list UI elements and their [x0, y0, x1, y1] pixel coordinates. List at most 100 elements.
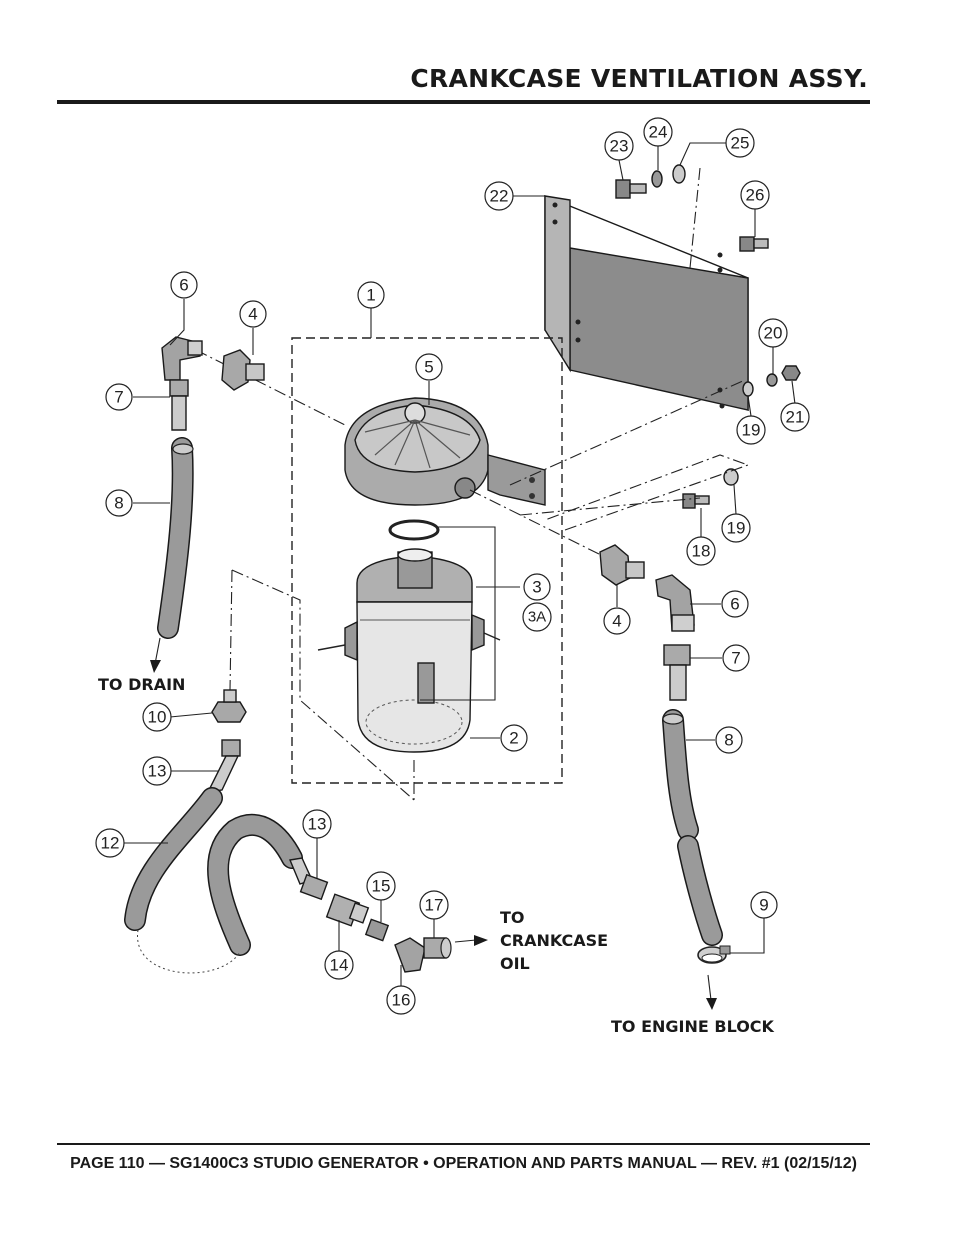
- callout-13-upper: 13: [142, 756, 172, 786]
- filter-element-3: [356, 548, 473, 603]
- assembly-box-1: [291, 337, 563, 784]
- svg-text:13: 13: [308, 815, 327, 834]
- callout-18: 18: [686, 536, 716, 566]
- lock-washer-24: [651, 170, 663, 188]
- svg-text:6: 6: [730, 595, 739, 614]
- lock-washer-20: [766, 373, 778, 387]
- hose-clamp-9: [697, 945, 731, 964]
- svg-text:14: 14: [330, 956, 349, 975]
- callout-leaders: [124, 142, 796, 987]
- arrow-to-drain: [150, 660, 161, 673]
- svg-text:8: 8: [724, 731, 733, 750]
- label-to-crankcase-1: TO: [500, 908, 525, 927]
- svg-text:23: 23: [610, 137, 629, 156]
- svg-text:3A: 3A: [528, 609, 546, 626]
- svg-text:9: 9: [759, 896, 768, 915]
- callout-25: 25: [725, 128, 755, 158]
- svg-text:17: 17: [425, 896, 444, 915]
- arrow-to-engine-block: [706, 998, 717, 1010]
- washer-19-lower: [723, 468, 739, 486]
- svg-text:1: 1: [366, 286, 375, 305]
- svg-text:19: 19: [742, 421, 761, 440]
- o-ring: [388, 519, 440, 541]
- washer-19-upper: [742, 381, 754, 397]
- page-footer: PAGE 110 — SG1400C3 STUDIO GENERATOR • O…: [70, 1155, 857, 1172]
- elbow-6-right: [655, 574, 695, 632]
- callout-8-left: 8: [105, 489, 133, 517]
- callout-14: 14: [324, 950, 354, 980]
- callout-1: 1: [357, 281, 385, 309]
- nut-21: [781, 365, 801, 381]
- svg-text:4: 4: [248, 305, 257, 324]
- connector-14: [325, 893, 370, 927]
- svg-text:25: 25: [731, 134, 750, 153]
- svg-text:8: 8: [114, 494, 123, 513]
- svg-text:18: 18: [692, 542, 711, 561]
- callout-8-right: 8: [715, 726, 743, 754]
- svg-text:22: 22: [490, 187, 509, 206]
- svg-text:26: 26: [746, 186, 765, 205]
- svg-text:7: 7: [114, 388, 123, 407]
- callout-26: 26: [740, 180, 770, 210]
- callout-3: 3: [523, 573, 551, 601]
- nipple-15: [364, 918, 390, 942]
- callout-7-right: 7: [722, 644, 750, 672]
- hose-barb-13-upper: [206, 739, 241, 793]
- label-to-crankcase-2: CRANKCASE: [500, 931, 608, 950]
- label-to-engine-block: TO ENGINE BLOCK: [611, 1017, 775, 1036]
- callout-6-left: 6: [170, 271, 198, 299]
- callout-10: 10: [142, 702, 172, 732]
- svg-text:3: 3: [532, 578, 541, 597]
- filter-bowl-2: [317, 601, 501, 753]
- bolt-26: [739, 236, 769, 252]
- elbow-6-left: [161, 336, 203, 381]
- adapter-10: [211, 689, 247, 723]
- callout-23: 23: [604, 131, 634, 161]
- callout-17: 17: [419, 890, 449, 920]
- svg-text:13: 13: [148, 762, 167, 781]
- svg-text:10: 10: [148, 708, 167, 727]
- hose-8-left: [157, 437, 194, 639]
- hose-8-right: [662, 709, 723, 946]
- arrow-to-crankcase: [474, 935, 488, 946]
- bushing-4-right: [599, 544, 645, 586]
- svg-text:4: 4: [612, 612, 621, 631]
- svg-text:2: 2: [509, 729, 518, 748]
- svg-text:20: 20: [764, 324, 783, 343]
- hose-12: [124, 787, 303, 956]
- callout-12: 12: [95, 828, 125, 858]
- fitting-17: [423, 937, 452, 959]
- page-title: CRANKCASE VENTILATION ASSY.: [410, 64, 868, 93]
- label-to-drain: TO DRAIN: [98, 675, 185, 694]
- flat-washer-25: [672, 164, 686, 184]
- breather-head-5: [344, 397, 546, 506]
- callout-4-right: 4: [603, 607, 631, 635]
- callout-9: 9: [750, 891, 778, 919]
- callout-2: 2: [500, 724, 528, 752]
- header-rule: [57, 100, 870, 104]
- bushing-4-left: [221, 349, 265, 391]
- callout-22: 22: [484, 181, 514, 211]
- svg-text:5: 5: [424, 358, 433, 377]
- callout-15: 15: [366, 871, 396, 901]
- svg-text:24: 24: [649, 123, 668, 142]
- callout-16: 16: [386, 985, 416, 1015]
- callout-19-upper: 19: [736, 415, 766, 445]
- svg-text:16: 16: [392, 991, 411, 1010]
- callout-24: 24: [643, 117, 673, 147]
- footer-rule: [57, 1143, 870, 1145]
- svg-text:19: 19: [727, 519, 746, 538]
- callout-5: 5: [415, 353, 443, 381]
- label-to-crankcase-3: OIL: [500, 954, 530, 973]
- barb-7-right: [663, 644, 691, 701]
- callout-20: 20: [758, 318, 788, 348]
- elbow-16: [394, 937, 426, 973]
- svg-text:6: 6: [179, 276, 188, 295]
- centerlines: [195, 167, 750, 801]
- hose-barb-13-lower: [289, 857, 329, 901]
- callout-4-left: 4: [239, 300, 267, 328]
- callout-3a: 3A: [522, 602, 552, 632]
- bolt-18: [682, 493, 710, 509]
- svg-text:12: 12: [101, 834, 120, 853]
